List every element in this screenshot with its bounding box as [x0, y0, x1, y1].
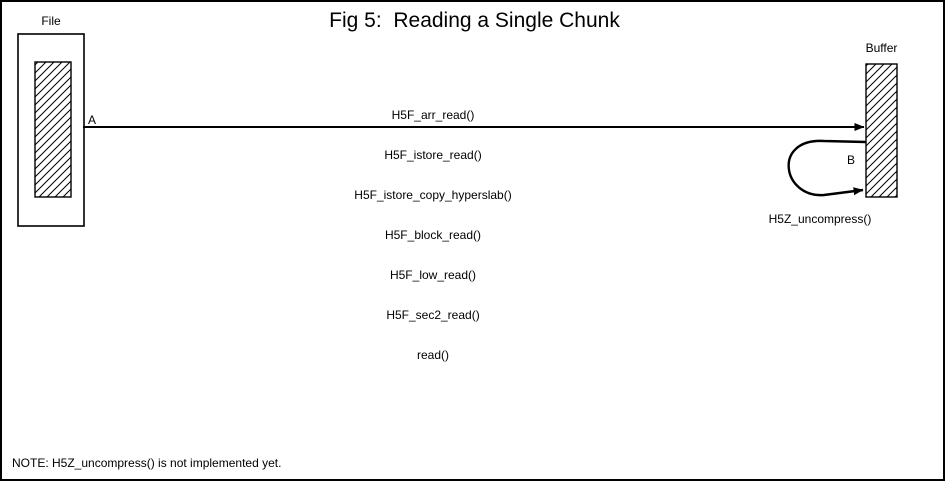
buffer-node-label: Buffer: [865, 41, 898, 55]
footer-note: NOTE: H5Z_uncompress() is not implemente…: [12, 456, 282, 470]
uncompress-loop-arrow: [787, 139, 867, 197]
page-title: Fig 5: Reading a Single Chunk: [329, 9, 620, 32]
file-node-label: File: [41, 14, 61, 28]
call-stack-item: H5F_sec2_read(): [386, 308, 480, 322]
buffer-hatched-rect: [865, 63, 898, 198]
point-b-label: B: [847, 153, 856, 167]
call-stack-item: H5F_low_read(): [389, 268, 477, 282]
uncompress-edge-label: H5Z_uncompress(): [768, 212, 872, 226]
point-a-label: A: [88, 113, 97, 127]
call-stack-item: H5F_istore_read(): [384, 148, 482, 162]
call-stack-item: H5F_istore_copy_hyperslab(): [354, 188, 512, 202]
file-outer-rect: [17, 33, 85, 227]
call-stack-item: read(): [416, 348, 449, 362]
call-stack-item: H5F_arr_read(): [391, 108, 475, 122]
call-stack-list: H5F_arr_read() H5F_istore_read() H5F_ist…: [333, 83, 533, 387]
file-inner-hatched-rect: [34, 61, 72, 198]
call-stack-item: H5F_block_read(): [384, 228, 482, 242]
